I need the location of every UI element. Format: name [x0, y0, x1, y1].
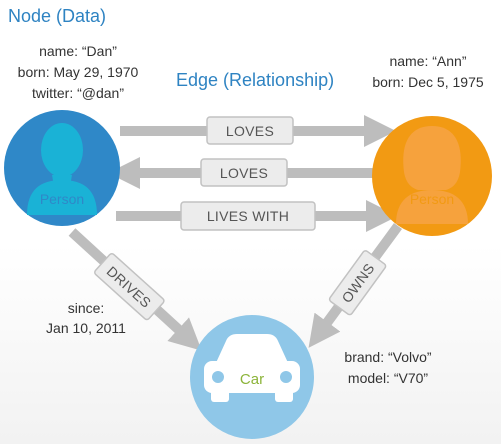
edge-label-lives-with: LIVES WITH	[180, 201, 316, 231]
dan-node-label: Person	[40, 191, 84, 207]
edge-label-loves-1-text: LOVES	[226, 123, 274, 139]
edge-label-lives-with-text: LIVES WITH	[207, 208, 289, 224]
ann-node-label: Person	[410, 191, 454, 207]
dan-prop-twitter: twitter: “@dan”	[32, 85, 124, 101]
car-prop-model: model: “V70”	[348, 370, 428, 386]
ann-prop-born: born: Dec 5, 1975	[372, 74, 484, 90]
edge-label-loves-2: LOVES	[200, 158, 288, 187]
node-dan: Person	[4, 110, 120, 226]
dan-prop-born: born: May 29, 1970	[18, 64, 139, 80]
ann-prop-name: name: “Ann”	[389, 53, 466, 69]
person-silhouette-icon	[27, 123, 97, 215]
edge-title: Edge (Relationship)	[176, 70, 334, 90]
node-ann: Person	[372, 116, 492, 236]
edge-label-loves-2-text: LOVES	[220, 165, 268, 181]
drives-prop-since-date: Jan 10, 2011	[46, 320, 126, 336]
node-title: Node (Data)	[8, 6, 106, 26]
drives-prop-since-label: since:	[68, 300, 105, 316]
car-icon	[204, 334, 300, 402]
node-car: Car	[190, 315, 314, 439]
edge-label-owns: OWNS	[328, 250, 387, 316]
person-silhouette-icon	[396, 126, 468, 224]
dan-prop-name: name: “Dan”	[39, 43, 117, 59]
car-prop-brand: brand: “Volvo”	[344, 349, 431, 365]
edge-label-loves-1: LOVES	[206, 116, 294, 145]
edge-label-drives: DRIVES	[94, 252, 165, 321]
car-node-label: Car	[240, 371, 264, 388]
